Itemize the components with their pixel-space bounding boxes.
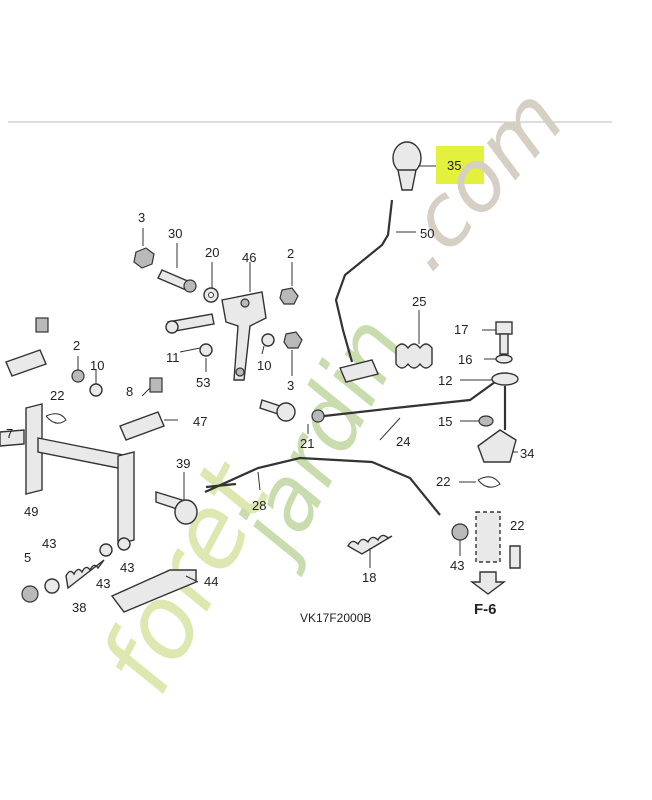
- highlight-box: [436, 146, 484, 184]
- reference-arrow-label: F-6: [474, 601, 497, 618]
- nut-2a: [279, 287, 299, 305]
- label-22a: 22: [50, 388, 64, 403]
- label-7: 7: [6, 426, 13, 441]
- washer-43d: [451, 523, 469, 541]
- bracket-34: [477, 429, 517, 463]
- clamp-left: [5, 349, 47, 377]
- spring-25: [395, 343, 433, 369]
- label-2a: 2: [287, 246, 294, 261]
- label-53: 53: [196, 375, 210, 390]
- label-43b: 43: [96, 576, 110, 591]
- label-25: 25: [412, 294, 426, 309]
- clip-22b: [477, 476, 501, 488]
- clip-22c: [509, 545, 521, 569]
- label-44: 44: [204, 574, 218, 589]
- part-labels: 3 30 20 46 2 50 25 17 16 12 11 53 10 3 2…: [6, 210, 534, 615]
- label-43d: 43: [450, 558, 464, 573]
- bracket-46: [221, 291, 267, 381]
- rod-24: [323, 381, 496, 418]
- shift-lever: [334, 199, 394, 363]
- plate-f6: [475, 511, 501, 563]
- label-10a: 10: [257, 358, 271, 373]
- label-46: 46: [242, 250, 256, 265]
- label-28: 28: [252, 498, 266, 513]
- washer-20: [203, 287, 219, 303]
- bolt-17: [495, 321, 513, 355]
- bolt-30: [157, 269, 197, 293]
- clip-22a: [45, 413, 67, 424]
- label-20: 20: [205, 245, 219, 260]
- diagram-code: VK17F2000B: [300, 611, 371, 625]
- label-35-highlighted: 35: [447, 158, 461, 173]
- label-16: 16: [458, 352, 472, 367]
- label-47: 47: [193, 414, 207, 429]
- nut-5: [21, 585, 39, 603]
- washer-43b: [99, 543, 113, 557]
- nut-53: [199, 343, 213, 357]
- label-43c: 43: [120, 560, 134, 575]
- leader-lines: [77, 165, 518, 583]
- washer-16: [495, 354, 513, 364]
- shift-knob: [392, 141, 422, 191]
- label-8: 8: [126, 384, 133, 399]
- label-34: 34: [520, 446, 534, 461]
- ref-arrow-shape: [469, 571, 507, 595]
- ball-joint-21: [259, 399, 325, 423]
- washer-12: [491, 372, 519, 386]
- rod-28: [204, 456, 441, 516]
- label-2b: 2: [73, 338, 80, 353]
- label-22c: 22: [510, 518, 524, 533]
- label-3b: 3: [287, 378, 294, 393]
- bolt-8: [149, 377, 163, 393]
- label-30: 30: [168, 226, 182, 241]
- label-43a: 43: [42, 536, 56, 551]
- label-12: 12: [438, 373, 452, 388]
- label-39: 39: [176, 456, 190, 471]
- label-18: 18: [362, 570, 376, 585]
- washer-10a: [261, 333, 275, 347]
- label-24: 24: [396, 434, 410, 449]
- label-50: 50: [420, 226, 434, 241]
- nut-3b: [283, 331, 303, 349]
- washer-43c: [117, 537, 131, 551]
- spring-38: [65, 559, 105, 590]
- frame-49: [0, 403, 135, 545]
- bolt-left: [35, 317, 49, 333]
- washer-43a: [44, 578, 60, 594]
- washer-10b: [89, 383, 103, 397]
- label-15: 15: [438, 414, 452, 429]
- nut-2b: [71, 369, 85, 383]
- label-49: 49: [24, 504, 38, 519]
- label-22b: 22: [436, 474, 450, 489]
- label-11: 11: [166, 350, 180, 365]
- label-3a: 3: [138, 210, 145, 225]
- label-10b: 10: [90, 358, 104, 373]
- spring-18: [347, 534, 393, 555]
- bracket-44: [110, 569, 197, 613]
- label-21: 21: [300, 436, 314, 451]
- label-5: 5: [24, 550, 31, 565]
- label-38: 38: [72, 600, 86, 615]
- clamp-47: [119, 411, 165, 441]
- pivot-39: [155, 491, 198, 525]
- washer-15: [478, 415, 494, 427]
- label-17: 17: [454, 322, 468, 337]
- nut-3a: [133, 247, 155, 269]
